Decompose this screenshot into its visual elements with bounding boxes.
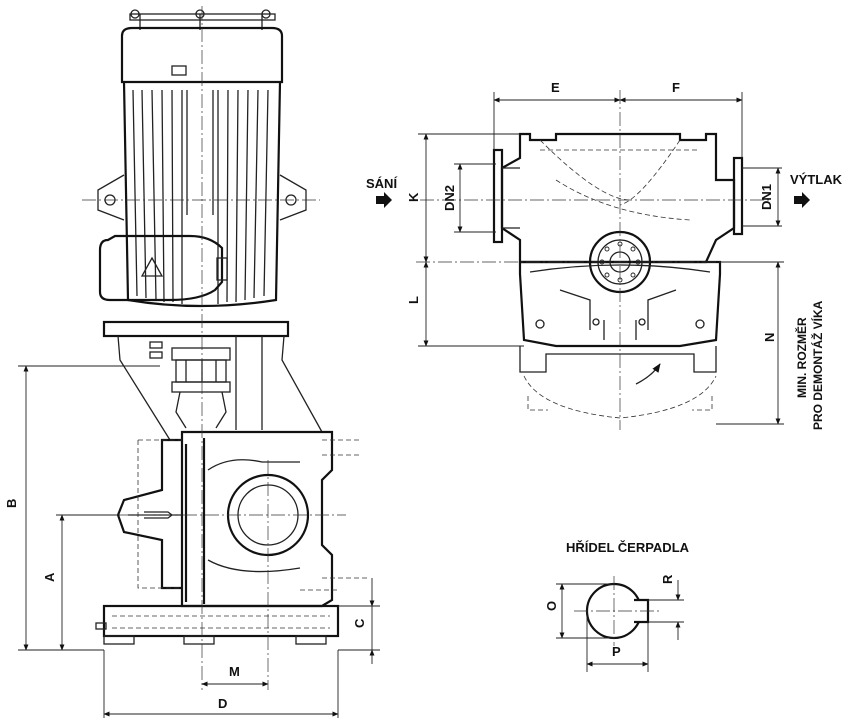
- dim-label-o: O: [544, 601, 559, 611]
- dim-label-dn2: DN2: [442, 185, 457, 211]
- lantern: [102, 320, 323, 441]
- dim-label-d: D: [218, 696, 227, 711]
- motor-body: [97, 81, 307, 308]
- dim-label-l: L: [406, 296, 421, 304]
- dim-label-a: A: [42, 572, 57, 582]
- dim-label-k: K: [406, 192, 421, 202]
- shaft-title: HŘÍDEL ČERPADLA: [566, 540, 690, 555]
- discharge-label: VÝTLAK: [790, 172, 843, 187]
- dim-label-r: R: [660, 574, 675, 584]
- dim-label-c: C: [352, 618, 367, 628]
- side-view: B A C M D: [4, 6, 380, 718]
- discharge-arrow-icon: [794, 192, 810, 208]
- min-dimension-note-line2: PRO DEMONTÁŽ VÍKA: [810, 300, 825, 430]
- dim-label-b: B: [4, 499, 19, 508]
- pump-casing: [116, 430, 370, 608]
- base-plate: [95, 604, 340, 645]
- front-view: E F K L DN2 DN1 N SÁNÍ VÝTLAK MIN. ROZMĚ…: [366, 80, 843, 430]
- dim-label-e: E: [551, 80, 560, 95]
- dim-label-dn1: DN1: [759, 184, 774, 210]
- suction-label: SÁNÍ: [366, 176, 397, 191]
- suction-arrow-icon: [376, 192, 392, 208]
- dim-label-f: F: [672, 80, 680, 95]
- dim-label-m: M: [229, 664, 240, 679]
- dim-label-n: N: [762, 333, 777, 342]
- dim-label-p: P: [612, 644, 621, 659]
- min-dimension-note-line1: MIN. ROZMĚR: [794, 317, 809, 398]
- shaft-detail: HŘÍDEL ČERPADLA O R P: [544, 540, 690, 672]
- motor-top-cover: [120, 9, 284, 84]
